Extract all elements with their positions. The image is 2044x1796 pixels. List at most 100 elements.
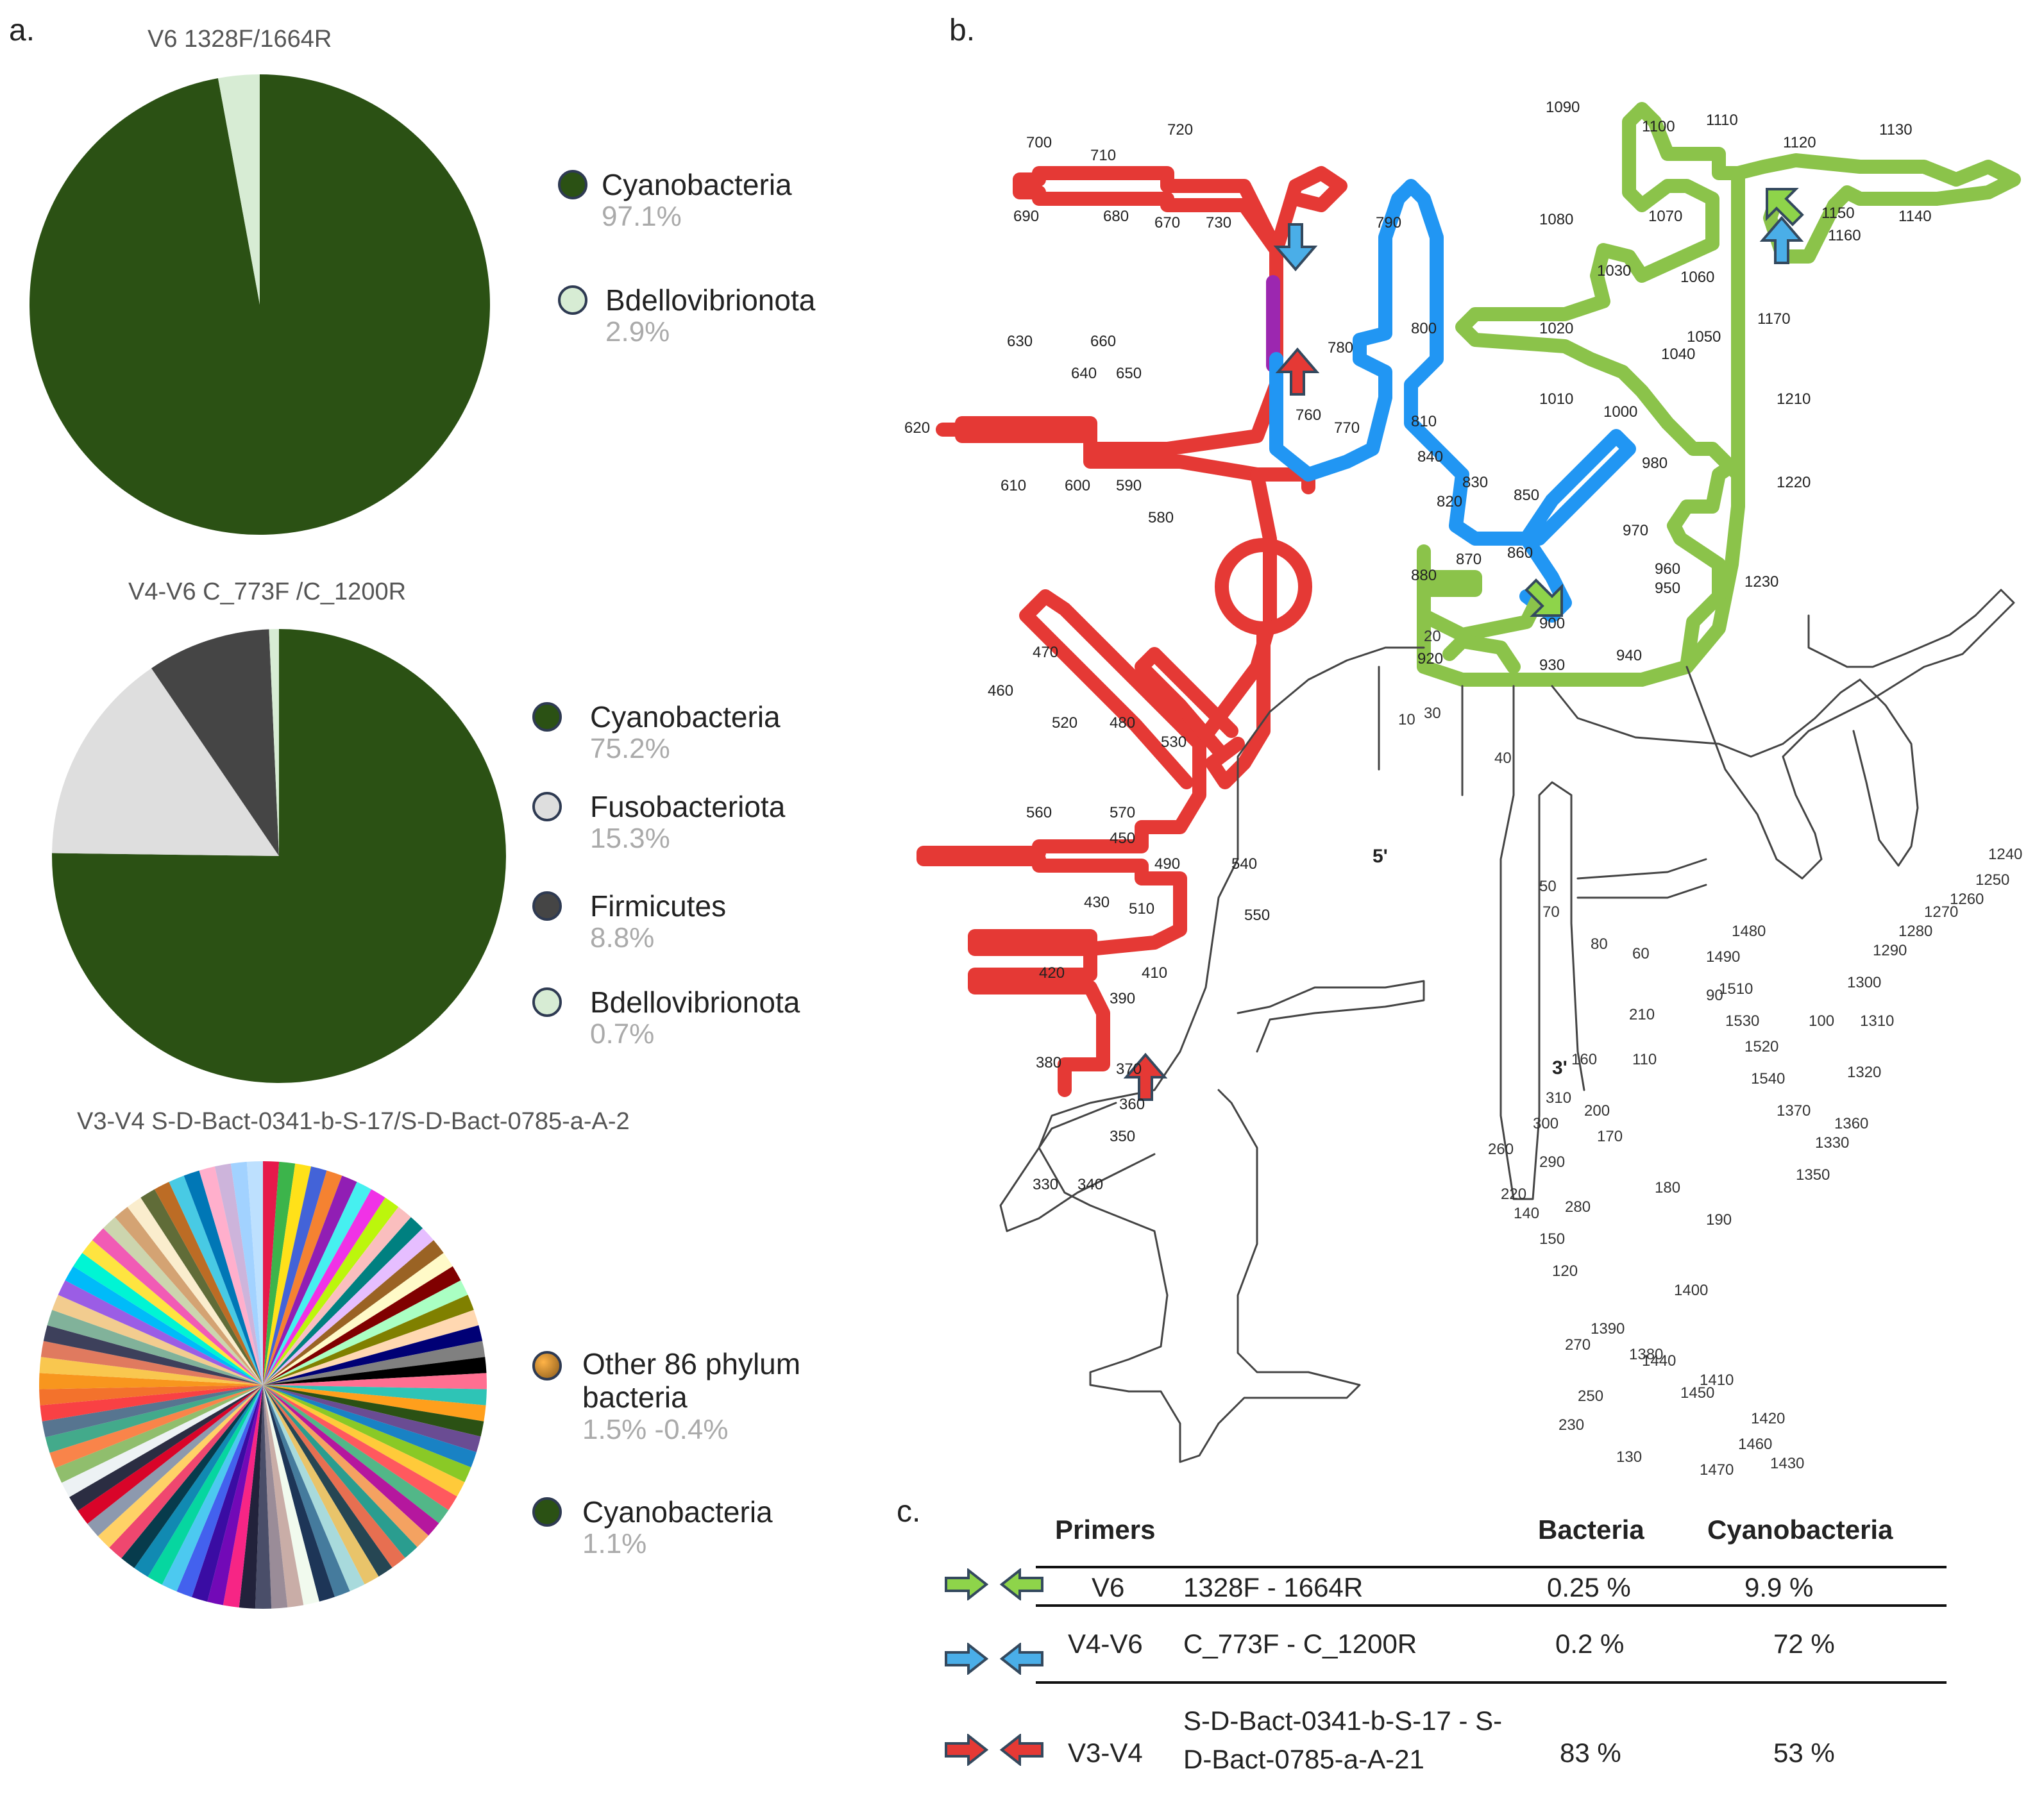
header-primers: Primers: [1055, 1515, 1156, 1545]
row-region: V4-V6: [1068, 1629, 1143, 1659]
pie-slice: [52, 1295, 264, 1385]
legend-label: Cyanobacteria: [582, 1495, 773, 1529]
pie-slice: [45, 1385, 264, 1453]
position-label: 970: [1623, 522, 1648, 539]
pie-slice: [223, 1385, 263, 1608]
pie-slice: [58, 1280, 264, 1385]
black-backbone: [999, 589, 2015, 1463]
legend-swatch: [558, 285, 587, 315]
position-label: 360: [1119, 1096, 1145, 1113]
position-label: 1040: [1661, 346, 1695, 363]
position-label: 180: [1655, 1179, 1680, 1196]
position-label: 380: [1036, 1054, 1061, 1071]
pie-slice: [263, 1252, 453, 1385]
position-label: 950: [1655, 580, 1680, 597]
position-label: 1320: [1847, 1064, 1881, 1081]
position-label: 70: [1542, 903, 1560, 921]
position-label: 1480: [1732, 923, 1766, 940]
position-label: 1220: [1777, 474, 1811, 491]
legend-label: Bdellovibrionota: [590, 986, 800, 1019]
position-label: 570: [1110, 804, 1135, 821]
legend-value: 8.8%: [590, 922, 655, 953]
position-label: 1420: [1751, 1410, 1785, 1427]
position-label: 260: [1488, 1141, 1514, 1158]
position-label: 190: [1706, 1211, 1732, 1229]
pie-slice: [183, 1170, 263, 1385]
position-label: 1450: [1680, 1384, 1714, 1402]
position-label: 700: [1026, 134, 1052, 151]
pie2-title: V4-V6 C_773F /C_1200R: [128, 578, 407, 605]
position-label: 1070: [1648, 208, 1682, 225]
position-label: 480: [1110, 714, 1135, 732]
pie-slice: [263, 1280, 468, 1385]
position-label: 230: [1558, 1416, 1584, 1434]
pie-slice: [263, 1385, 481, 1452]
position-label: 1380: [1629, 1346, 1663, 1363]
pie-slice: [263, 1161, 280, 1385]
position-label: 140: [1514, 1205, 1539, 1222]
position-label: 370: [1116, 1061, 1142, 1078]
pie-slice: [69, 1385, 263, 1511]
pie-slice: [42, 1385, 263, 1438]
position-label: 880: [1411, 567, 1437, 584]
position-label: 150: [1539, 1230, 1565, 1248]
pie-slice: [263, 1266, 461, 1385]
pie-slice: [127, 1197, 263, 1385]
position-label: 450: [1110, 830, 1135, 847]
pie-slice: [97, 1385, 264, 1548]
pie-slice: [263, 1385, 350, 1597]
green-region-v6: [1417, 102, 2021, 687]
position-label: 720: [1167, 121, 1193, 138]
pie-slice: [40, 1385, 263, 1422]
position-label: 680: [1103, 208, 1129, 225]
pie-slice: [121, 1385, 263, 1568]
position-label: 80: [1591, 936, 1608, 953]
pie-slice: [49, 1385, 263, 1468]
position-label: 1100: [1642, 118, 1675, 135]
position-label: 730: [1206, 214, 1231, 231]
blue-reverse-arrow-icon: [1759, 215, 1804, 264]
position-label: 1520: [1744, 1038, 1778, 1055]
v3-v4-primer-arrows-icon: [945, 1734, 1043, 1766]
position-label: 20: [1424, 628, 1441, 645]
position-label: 130: [1616, 1448, 1642, 1466]
position-label: 830: [1462, 474, 1488, 491]
legend-swatch: [532, 1497, 562, 1527]
legend-swatch: [532, 1351, 562, 1381]
pie-slice: [103, 1217, 263, 1385]
position-label: 810: [1411, 413, 1437, 430]
pie-slice: [263, 1385, 418, 1558]
position-label: 530: [1161, 734, 1187, 751]
pie-slice: [176, 1385, 263, 1597]
position-label: 1360: [1834, 1115, 1868, 1132]
position-label: 1270: [1924, 903, 1958, 921]
panel-label-a: a.: [9, 13, 35, 47]
pie-slice: [30, 74, 491, 535]
position-label: 640: [1071, 365, 1097, 382]
position-label: 160: [1571, 1051, 1597, 1068]
position-label: 1030: [1597, 262, 1631, 280]
position-label: 1400: [1674, 1282, 1708, 1299]
legend-label: Bdellovibrionota: [605, 283, 816, 317]
position-label: 250: [1578, 1388, 1603, 1405]
position-label: 980: [1642, 455, 1668, 472]
row-primers: 1328F - 1664R: [1183, 1572, 1364, 1602]
position-label: 780: [1328, 339, 1353, 357]
pie-slice: [263, 1385, 449, 1523]
pie-slice: [230, 1161, 263, 1385]
pie-slice: [263, 1385, 319, 1606]
position-label: 1300: [1847, 974, 1881, 991]
position-label: 340: [1077, 1176, 1103, 1193]
v6-primer-arrows-icon: [945, 1568, 1043, 1600]
legend-value: 2.9%: [605, 316, 670, 348]
pie-slice: [263, 1207, 411, 1385]
legend-label: Cyanobacteria: [590, 700, 781, 734]
pie-slice: [263, 1385, 484, 1437]
position-label: 1130: [1879, 121, 1913, 138]
pie-slice: [263, 1197, 399, 1385]
pie-slice: [43, 1325, 264, 1385]
position-label: 430: [1084, 894, 1110, 911]
position-label: 800: [1411, 320, 1437, 337]
pie-slice: [169, 1175, 263, 1385]
